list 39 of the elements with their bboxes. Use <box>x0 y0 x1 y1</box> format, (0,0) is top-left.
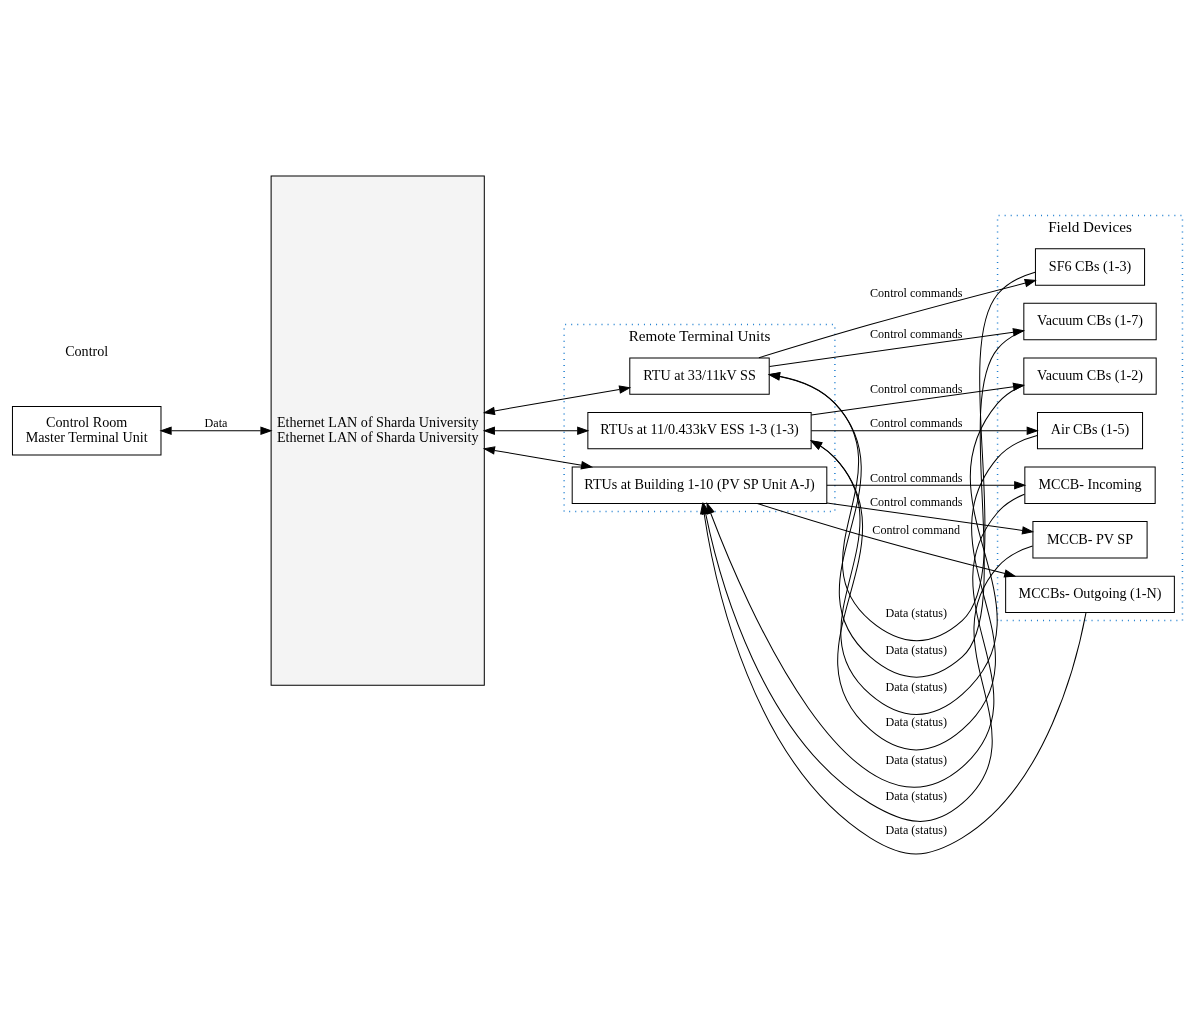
edge-label: Control commands <box>869 495 963 510</box>
edge-label: Control commands <box>869 285 963 300</box>
edge-label: Data <box>204 416 228 431</box>
node-box: SF6 CBs (1-3) <box>1034 248 1146 286</box>
node-box: RTUs at 11/0.433kV ESS 1-3 (1-3) <box>587 411 812 450</box>
edge-label: Control command <box>872 523 961 538</box>
arrow <box>810 426 1039 435</box>
edge-label: Data (status) <box>885 715 947 730</box>
arrow <box>767 271 1036 642</box>
arrow <box>758 279 1037 359</box>
edge-label: Control commands <box>869 416 963 431</box>
node-box: Control Room Master Terminal Unit <box>11 405 162 456</box>
arrow <box>826 480 1027 490</box>
edge-label: Data (status) <box>885 642 947 657</box>
arrow <box>482 385 632 416</box>
arrow <box>756 503 1017 578</box>
edge-label: Control commands <box>869 470 963 485</box>
node-box: RTU at 33/11kV SS <box>629 357 770 395</box>
arrow <box>482 446 594 470</box>
edge-label: Control commands <box>869 327 963 342</box>
arrow <box>826 502 1035 535</box>
arrow <box>706 493 1025 788</box>
edge-label: Data (status) <box>885 752 947 767</box>
node-box: Vacuum CBs (1-2) <box>1023 357 1157 395</box>
node-box: Vacuum CBs (1-7) <box>1023 302 1157 341</box>
edge-label: Control commands <box>869 381 963 396</box>
node-box: RTUs at Building 1-10 (PV SP Unit A-J) <box>571 466 828 504</box>
node-box: MCCBs- Outgoing (1-N) <box>1005 575 1175 613</box>
edge-label: Data (status) <box>885 606 947 621</box>
edge-label: Data (status) <box>885 679 947 694</box>
edge-label: Data (status) <box>885 789 947 804</box>
arrow <box>159 426 273 435</box>
node-box: MCCB- Incoming <box>1024 466 1156 504</box>
node-box: Ethernet LAN of Sharda University Ethernet LAN of Sharda University <box>270 175 485 686</box>
node-box: Air CBs (1-5) <box>1036 411 1144 450</box>
arrow <box>482 426 590 435</box>
node-box: MCCB- PV SP <box>1032 521 1148 559</box>
edge-label: Data (status) <box>885 823 947 838</box>
label: Control <box>65 342 109 359</box>
